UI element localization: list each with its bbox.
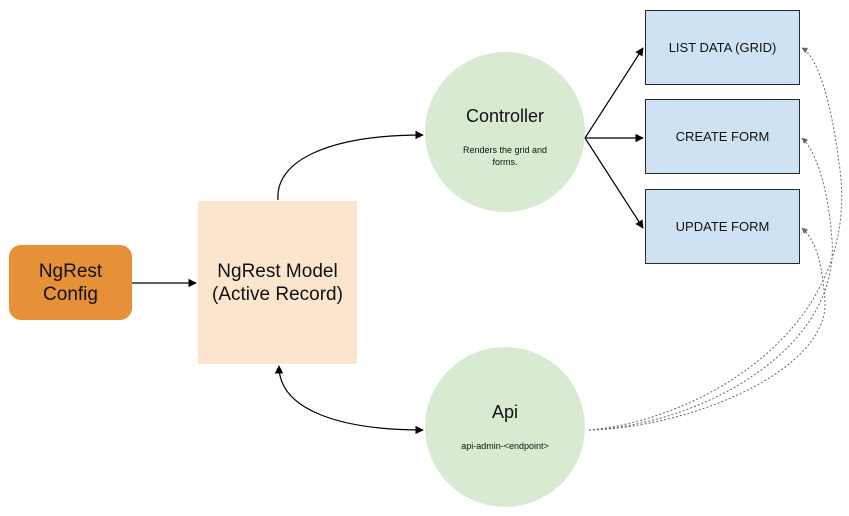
update-form-label: UPDATE FORM [675, 219, 770, 234]
edge-model-to-controller [277, 130, 424, 201]
edge-api-create-dotted [588, 137, 833, 431]
edge-model-api [274, 365, 424, 435]
ngrest-model-node: NgRest Model (Active Record) [198, 201, 357, 364]
api-node: Api api-admin-<endpoint> [425, 347, 585, 507]
list-data-grid-box: LIST DATA (GRID) [645, 10, 800, 85]
edge-api-list-dotted [588, 47, 843, 431]
list-data-grid-label: LIST DATA (GRID) [668, 40, 777, 55]
update-form-box: UPDATE FORM [645, 189, 800, 264]
create-form-box: CREATE FORM [645, 99, 800, 174]
ngrest-model-label: NgRest Model (Active Record) [212, 260, 343, 305]
api-subtitle: api-admin-<endpoint> [461, 441, 549, 451]
create-form-label: CREATE FORM [675, 129, 770, 144]
controller-title: Controller [465, 106, 545, 126]
ngrest-config-label: NgRest Config [38, 260, 103, 305]
api-title: Api [491, 402, 518, 422]
edge-controller-to-update [584, 137, 644, 229]
controller-subtitle: Renders the grid and forms. [462, 145, 548, 167]
edge-api-update-dotted [588, 227, 826, 431]
edge-controller-to-list [584, 47, 644, 139]
controller-node: Controller Renders the grid and forms. [425, 52, 585, 212]
ngrest-config-node: NgRest Config [9, 245, 132, 320]
